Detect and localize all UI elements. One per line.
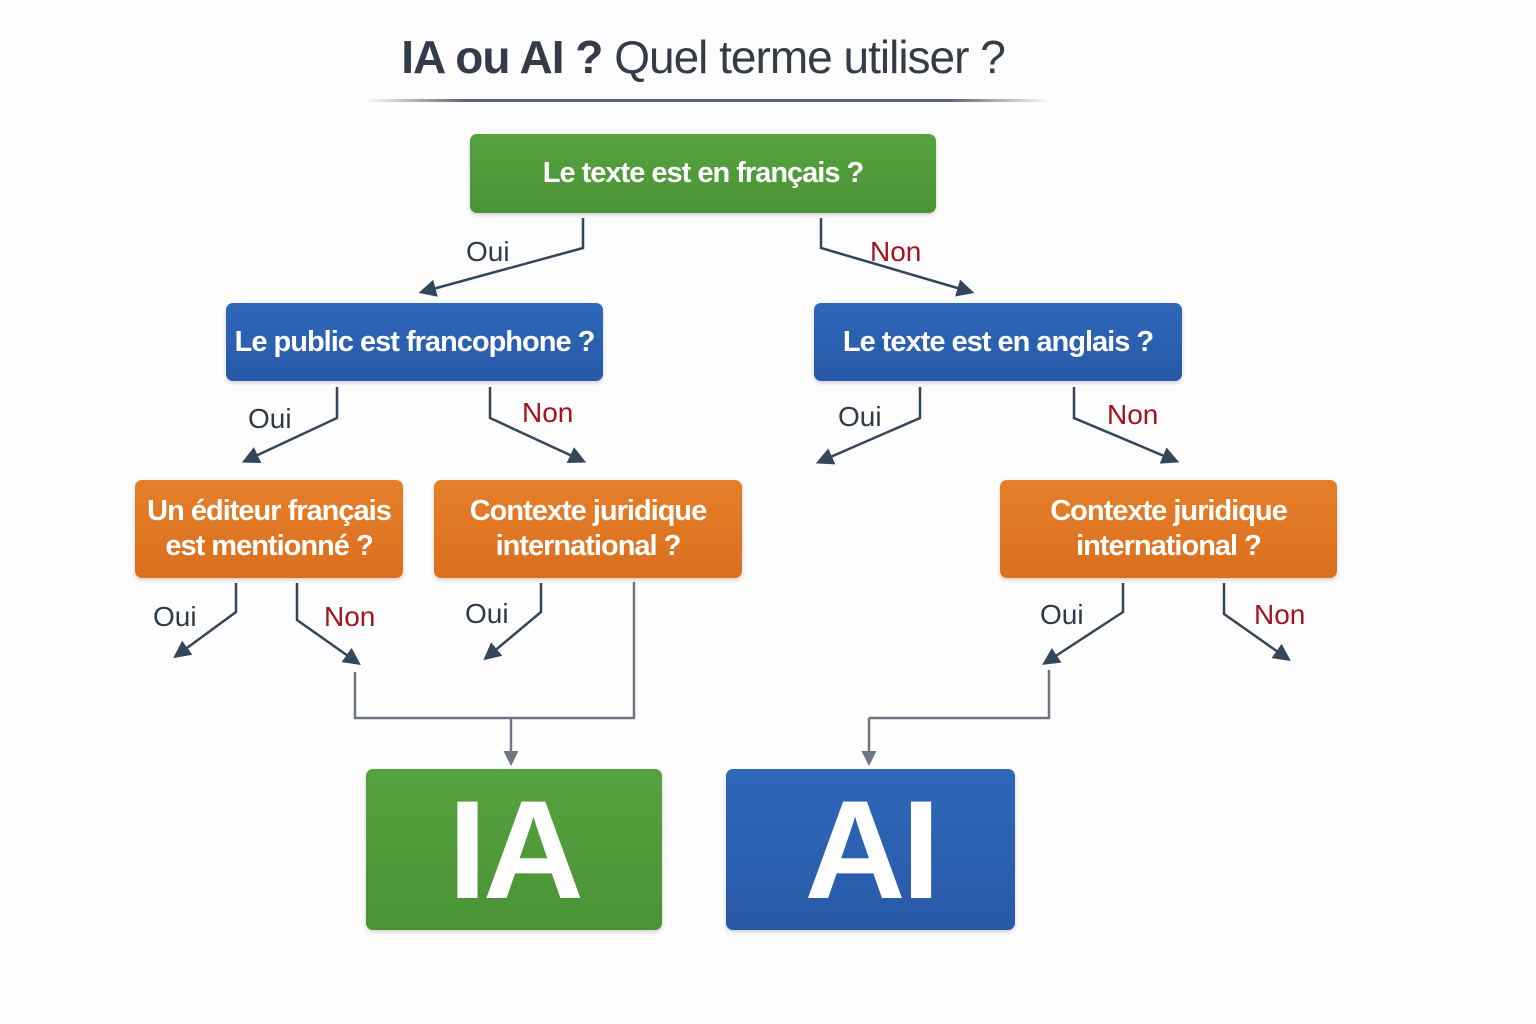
result-label: AI [804, 770, 941, 928]
arrow-root-no [819, 218, 975, 297]
arrow-editor-yes [173, 583, 238, 659]
label-yes: Oui [465, 598, 509, 629]
result-ai: AI [726, 769, 1015, 930]
arrow-root-yes [418, 218, 585, 297]
arrow-editor-no [295, 583, 361, 666]
arrow-legal-right-no [1222, 583, 1291, 662]
node-french-editor: Un éditeur français est mentionné ? [135, 480, 403, 578]
connector-to-ia [353, 582, 636, 720]
connector-to-ai [869, 670, 1051, 720]
label-yes: Oui [153, 601, 197, 632]
diagram-title: IA ou AI ? Quel terme utiliser ? [0, 30, 1406, 84]
arrow-public-no [488, 387, 587, 464]
label-yes: Oui [248, 403, 292, 434]
label-yes: Oui [1040, 599, 1084, 630]
title-bold: IA ou AI ? [401, 31, 603, 83]
node-text-in-english: Le texte est en anglais ? [814, 303, 1182, 381]
node-label: Le public est francophone ? [234, 325, 596, 358]
node-label-line2: international ? [495, 530, 682, 562]
arrow-legal-right-yes [1042, 583, 1125, 665]
node-legal-context-left: Contexte juridique international ? [434, 480, 742, 578]
node-label-line2: international ? [1076, 530, 1262, 562]
label-yes: Oui [466, 236, 510, 267]
label-yes: Oui [838, 401, 882, 432]
arrow-english-no [1072, 387, 1180, 464]
title-divider [365, 99, 1050, 102]
label-no: Non [1254, 599, 1306, 630]
node-label-line1: Un éditeur français [147, 495, 392, 528]
node-label-line2: est mentionné ? [165, 530, 373, 562]
node-label: Le texte est en français ? [542, 157, 865, 190]
arrow-english-yes [815, 387, 922, 465]
title-subtitle: Quel terme utiliser ? [614, 31, 1006, 83]
arrow-public-yes [241, 387, 339, 463]
node-text-in-french: Le texte est en français ? [470, 134, 936, 213]
node-label-line1: Contexte juridique [1050, 495, 1288, 528]
label-no: Non [522, 397, 574, 428]
label-no: Non [1107, 399, 1159, 430]
result-label: IA [448, 770, 584, 928]
label-no: Non [870, 236, 922, 267]
node-label-line1: Contexte juridique [469, 495, 708, 528]
node-public-francophone: Le public est francophone ? [226, 303, 603, 381]
arrow-legal-left-yes [483, 583, 543, 661]
node-label: Le texte est en anglais ? [842, 325, 1154, 358]
label-no: Non [324, 601, 376, 632]
node-legal-context-right: Contexte juridique international ? [1000, 480, 1337, 578]
result-ia: IA [366, 769, 662, 930]
